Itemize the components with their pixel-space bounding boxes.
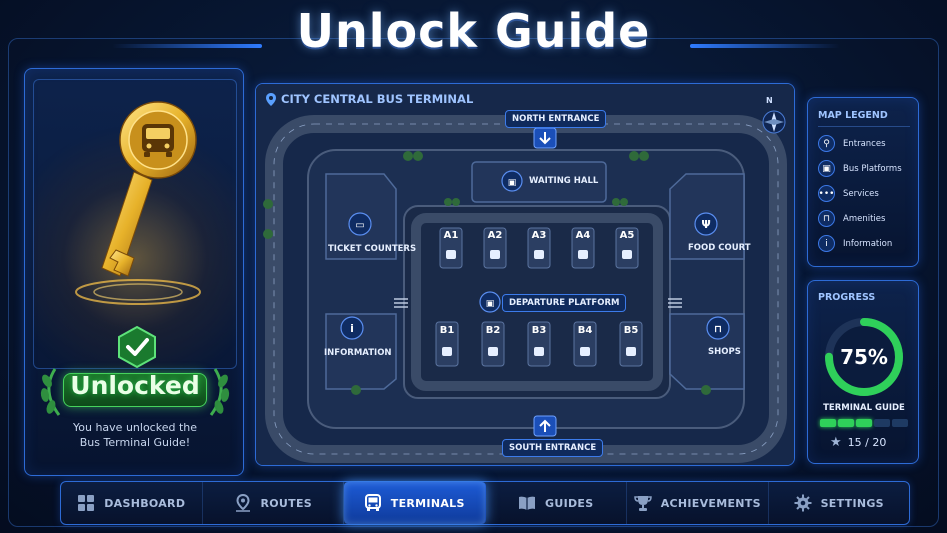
nav-label: SETTINGS [820, 496, 884, 510]
unlocked-label: Unlocked [70, 371, 200, 400]
trophy-icon [633, 496, 652, 511]
svg-text:▣: ▣ [486, 299, 495, 309]
compass-north-label: N [766, 96, 773, 105]
bus-icon [364, 494, 381, 511]
terminal-map[interactable]: ▭ Ψ i ⊓ ▣ ▣ CITY CENTRAL BUS TERMINAL N … [255, 83, 795, 466]
grid-icon [78, 495, 95, 511]
book-icon [519, 496, 536, 510]
legend-label: Entrances [843, 138, 886, 149]
information-label[interactable]: INFORMATION [324, 348, 392, 358]
north-entrance-label[interactable]: NORTH ENTRANCE [505, 110, 607, 128]
progress-segment [856, 419, 872, 427]
waiting-hall-label[interactable]: WAITING HALL [529, 176, 599, 186]
progress-ring-fill [825, 318, 903, 396]
dots-icon: ••• [818, 185, 835, 202]
map-legend-panel: MAP LEGEND ⚲ Entrances ▣ Bus Platforms •… [807, 97, 919, 267]
gear-icon [794, 494, 812, 512]
legend-title: MAP LEGEND [818, 110, 888, 121]
departure-platform-label[interactable]: DEPARTURE PLATFORM [502, 294, 627, 312]
unlock-panel: Unlocked You have unlocked the Bus Termi… [24, 68, 244, 476]
progress-percent: 75% [840, 345, 888, 369]
legend-item-bus-platforms: ▣ Bus Platforms [818, 160, 902, 177]
progress-segment [838, 419, 854, 427]
legend-item-amenities: ⊓ Amenities [818, 210, 885, 227]
bag-icon: ⊓ [818, 210, 835, 227]
golden-key-icon [75, 101, 201, 305]
unlock-message-line1: You have unlocked the [73, 421, 197, 434]
checkmark-icon [118, 325, 156, 369]
map-title-text: CITY CENTRAL BUS TERMINAL [281, 92, 474, 106]
svg-text:▭: ▭ [355, 220, 364, 231]
map-drawing: ▭ Ψ i ⊓ ▣ ▣ [256, 84, 794, 465]
nav-settings[interactable]: SETTINGS [769, 482, 910, 524]
map-title: CITY CENTRAL BUS TERMINAL [266, 92, 473, 106]
legend-item-services: ••• Services [818, 185, 879, 202]
frame-border [8, 38, 939, 527]
nav-routes[interactable]: ROUTES [203, 482, 344, 524]
progress-segments [820, 419, 908, 427]
star-icon: ★ [830, 435, 842, 450]
legend-label: Services [843, 188, 879, 199]
laurel-icon [40, 368, 230, 416]
location-pin-icon [266, 92, 276, 106]
bay-label-b1[interactable]: B1 [439, 325, 455, 336]
unlocked-status: Unlocked You have unlocked the Bus Termi… [33, 313, 237, 469]
nav-label: ACHIEVEMENTS [660, 496, 761, 510]
progress-ring [825, 318, 903, 396]
legend-item-information: i Information [818, 235, 892, 252]
bay-label-b5[interactable]: B5 [623, 325, 639, 336]
nav-dashboard[interactable]: DASHBOARD [61, 482, 203, 524]
title-deco-left [112, 44, 262, 48]
bay-label-a3[interactable]: A3 [531, 230, 547, 241]
legend-label: Bus Platforms [843, 163, 902, 174]
bay-label-b4[interactable]: B4 [577, 325, 593, 336]
key-showcase [33, 79, 237, 369]
nav-label: TERMINALS [390, 496, 465, 510]
bottom-nav: DASHBOARD ROUTES TERMINALS GUIDES ACHIEV… [60, 481, 910, 525]
svg-text:Ψ: Ψ [701, 218, 710, 231]
nav-terminals[interactable]: TERMINALS [344, 482, 486, 524]
shops-label[interactable]: SHOPS [708, 347, 741, 357]
key-bus-icon [142, 124, 174, 157]
terminal-guide-label: TERMINAL GUIDE [823, 403, 905, 413]
legend-divider [818, 126, 910, 127]
progress-count-text: 15 / 20 [847, 436, 887, 449]
unlocked-plate [63, 373, 207, 407]
legend-label: Information [843, 238, 893, 249]
page-title: Unlock Guide [296, 4, 651, 58]
pin-icon: ⚲ [818, 135, 835, 152]
svg-text:i: i [350, 322, 354, 335]
legend-label: Amenities [843, 213, 886, 224]
bay-label-a5[interactable]: A5 [619, 230, 635, 241]
legend-item-entrances: ⚲ Entrances [818, 135, 886, 152]
info-icon: i [818, 235, 835, 252]
progress-segment [874, 419, 890, 427]
progress-count: ★ 15 / 20 [830, 435, 886, 450]
svg-text:⊓: ⊓ [714, 324, 722, 335]
nav-label: GUIDES [545, 496, 594, 510]
bay-label-a4[interactable]: A4 [575, 230, 591, 241]
nav-label: ROUTES [260, 496, 312, 510]
bus-icon: ▣ [818, 160, 835, 177]
progress-segment [820, 419, 836, 427]
bay-label-a1[interactable]: A1 [443, 230, 459, 241]
bay-label-b3[interactable]: B3 [531, 325, 547, 336]
svg-text:▣: ▣ [508, 178, 517, 188]
bay-label-a2[interactable]: A2 [487, 230, 503, 241]
nav-achievements[interactable]: ACHIEVEMENTS [627, 482, 769, 524]
south-entrance-label[interactable]: SOUTH ENTRANCE [502, 439, 604, 457]
bay-label-b2[interactable]: B2 [485, 325, 501, 336]
route-pin-icon [235, 494, 250, 512]
nav-label: DASHBOARD [104, 496, 186, 510]
progress-title: PROGRESS [818, 292, 876, 303]
progress-panel: PROGRESS 75% TERMINAL GUIDE ★ 15 / 20 [807, 280, 919, 464]
ticket-counters-label[interactable]: TICKET COUNTERS [328, 244, 417, 254]
unlock-message-line2: Bus Terminal Guide! [79, 436, 191, 449]
progress-segment [892, 419, 908, 427]
food-court-label[interactable]: FOOD COURT [688, 243, 751, 253]
nav-guides[interactable]: GUIDES [486, 482, 627, 524]
